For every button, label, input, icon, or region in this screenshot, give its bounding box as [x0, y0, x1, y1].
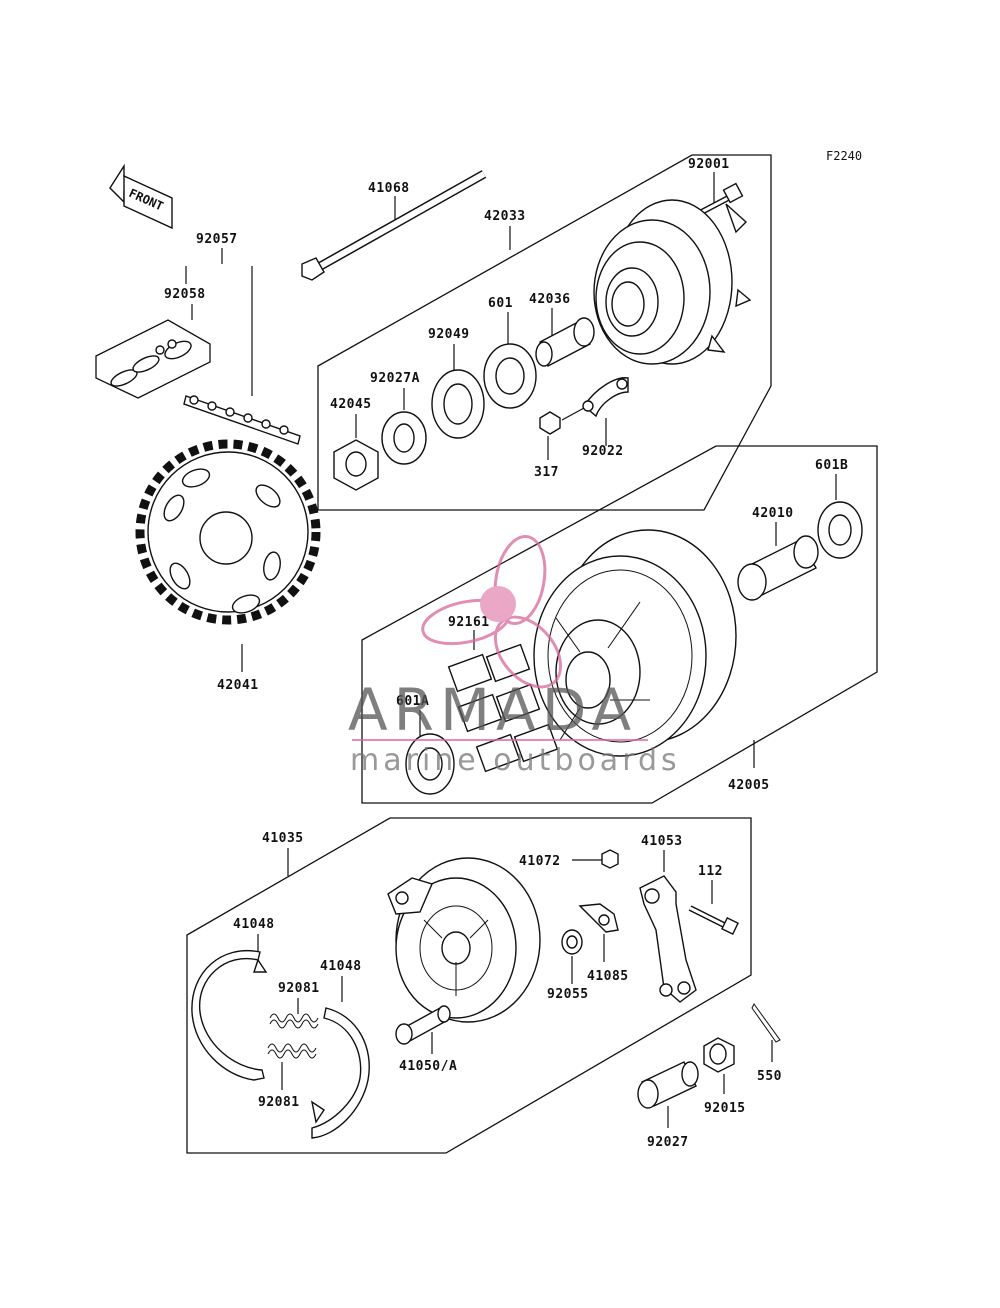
brake-shoe-41048-a [191, 950, 268, 1081]
front-arrow-icon: FRONT [109, 163, 173, 230]
brake-panel [387, 857, 541, 1023]
label-92057: 92057 [196, 232, 238, 247]
seal-92049 [431, 369, 485, 439]
hub-group-box [317, 154, 772, 511]
bolt-112 [688, 905, 739, 935]
nut-41072 [601, 849, 619, 869]
label-41048-a: 41048 [233, 917, 275, 932]
label-42010: 42010 [752, 506, 794, 521]
collar-92027 [637, 1061, 699, 1109]
bearing-601 [483, 343, 537, 409]
drive-chain [183, 395, 301, 445]
label-41068: 41068 [368, 181, 410, 196]
label-601: 601 [488, 296, 513, 311]
indicator-41085 [578, 903, 619, 933]
label-92081-a: 92081 [278, 981, 320, 996]
label-42036: 42036 [529, 292, 571, 307]
brake-shoe-41048-b [310, 1007, 370, 1139]
rear-sprocket-42041 [135, 439, 321, 625]
sprocket-hub [593, 199, 752, 365]
cotter-pin-550 [751, 1003, 781, 1043]
master-link [110, 339, 192, 387]
label-601B: 601B [815, 458, 848, 473]
label-601A: 601A [396, 694, 429, 709]
label-92027: 92027 [647, 1135, 689, 1150]
brake-cam-lever-41053 [639, 875, 697, 1003]
label-92022: 92022 [582, 444, 624, 459]
plate-92022 [582, 377, 629, 418]
label-41072: 41072 [519, 854, 561, 869]
axle-41068 [301, 170, 487, 281]
label-92055: 92055 [547, 987, 589, 1002]
brake-group-box [186, 817, 752, 1154]
label-92027A: 92027A [370, 371, 420, 386]
spring-92081-a [269, 1013, 319, 1029]
label-317: 317 [534, 465, 559, 480]
nut-92015 [703, 1037, 735, 1073]
propeller-logo-icon [421, 534, 563, 689]
wheel-hub-42005 [533, 529, 737, 757]
chain-link-box [95, 319, 211, 399]
figure-id: F2240 [826, 149, 862, 163]
nut-317 [539, 411, 561, 435]
label-92081-b: 92081 [258, 1095, 300, 1110]
label-92049: 92049 [428, 327, 470, 342]
collar-42036 [535, 317, 595, 368]
label-92015: 92015 [704, 1101, 746, 1116]
label-92058: 92058 [164, 287, 206, 302]
seal-92055 [561, 929, 583, 955]
bearing-601B [817, 501, 863, 559]
label-42041: 42041 [217, 678, 259, 693]
label-42045: 42045 [330, 397, 372, 412]
watermark-brand: ARMADA [348, 676, 637, 744]
brake-cam-41050A [395, 1005, 451, 1045]
wheel-group-box [361, 445, 878, 804]
label-42005: 42005 [728, 778, 770, 793]
spring-92081-b [267, 1043, 317, 1059]
label-41048-b: 41048 [320, 959, 362, 974]
label-41053: 41053 [641, 834, 683, 849]
watermark: ARMADA marine outboards [348, 534, 681, 778]
nut-42045 [333, 439, 379, 491]
label-92001: 92001 [688, 157, 730, 172]
label-112: 112 [698, 864, 723, 879]
bearing-601A [405, 733, 455, 795]
spacer-42010 [737, 535, 819, 601]
label-41050A: 41050/A [399, 1059, 457, 1074]
watermark-tagline: marine outboards [350, 743, 681, 778]
label-41085: 41085 [587, 969, 629, 984]
label-41035: 41035 [262, 831, 304, 846]
label-92161: 92161 [448, 615, 490, 630]
collar-92027A [381, 411, 427, 465]
damper-92161 [447, 643, 559, 773]
label-550: 550 [757, 1069, 782, 1084]
label-42033: 42033 [484, 209, 526, 224]
